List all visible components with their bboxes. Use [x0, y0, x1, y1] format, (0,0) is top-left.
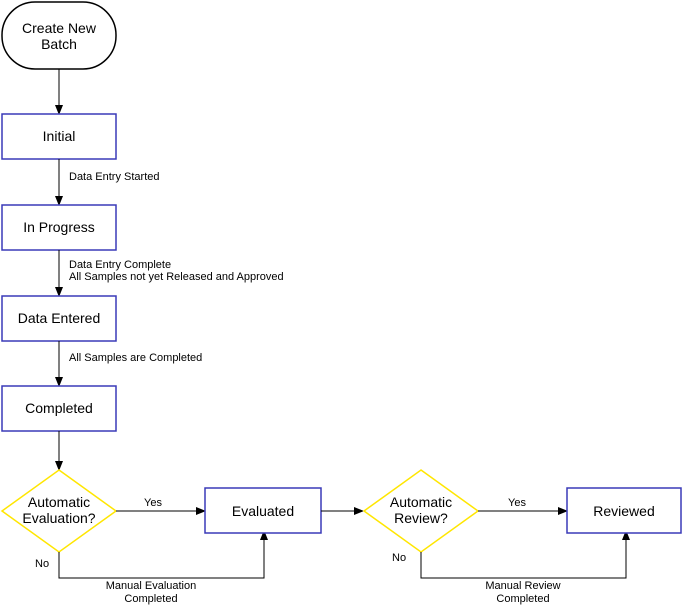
edge-label-manual-evaluation-line1: Manual Evaluation [106, 580, 197, 592]
edge-label-manual-evaluation-line2: Completed [124, 593, 177, 605]
edge-auto-review-no [420, 530, 630, 579]
edge-label-all-samples-completed: All Samples are Completed [69, 352, 202, 364]
state-data-entered: Data Entered [1, 295, 117, 342]
state-reviewed: Reviewed [566, 487, 682, 534]
start-node-label-line2: Batch [41, 36, 77, 52]
state-in-progress-label: In Progress [23, 219, 95, 235]
start-node-label-line1: Create New [22, 20, 97, 36]
edge-label-data-entry-started: Data Entry Started [69, 171, 160, 183]
decision-auto-eval-label-line2: Evaluation? [22, 510, 95, 526]
edge-label-data-entry-complete-line2: All Samples not yet Released and Approve… [69, 271, 284, 283]
state-in-progress: In Progress [1, 204, 117, 251]
state-completed-label: Completed [25, 400, 93, 416]
edge-label-review-no: No [392, 552, 406, 564]
decision-automatic-evaluation: Automatic Evaluation? [0, 469, 118, 553]
start-node: Create New Batch [1, 1, 117, 70]
decision-auto-review-label-line2: Review? [394, 510, 448, 526]
state-initial: Initial [1, 113, 117, 160]
edge-label-data-entry-complete-line1: Data Entry Complete [69, 259, 171, 271]
state-completed: Completed [1, 385, 117, 432]
decision-automatic-review: Automatic Review? [362, 469, 480, 553]
decision-auto-review-label-line1: Automatic [390, 494, 452, 510]
edge-label-manual-review-line2: Completed [496, 593, 549, 605]
state-data-entered-label: Data Entered [18, 310, 101, 326]
state-evaluated-label: Evaluated [232, 503, 294, 519]
state-reviewed-label: Reviewed [593, 503, 654, 519]
edge-auto-eval-no [58, 530, 268, 579]
edge-label-eval-yes: Yes [144, 497, 162, 509]
state-initial-label: Initial [43, 128, 76, 144]
decision-auto-eval-label-line1: Automatic [28, 494, 90, 510]
state-evaluated: Evaluated [204, 487, 322, 534]
edge-label-eval-no: No [35, 558, 49, 570]
edge-label-manual-review-line1: Manual Review [485, 580, 560, 592]
edge-label-review-yes: Yes [508, 497, 526, 509]
